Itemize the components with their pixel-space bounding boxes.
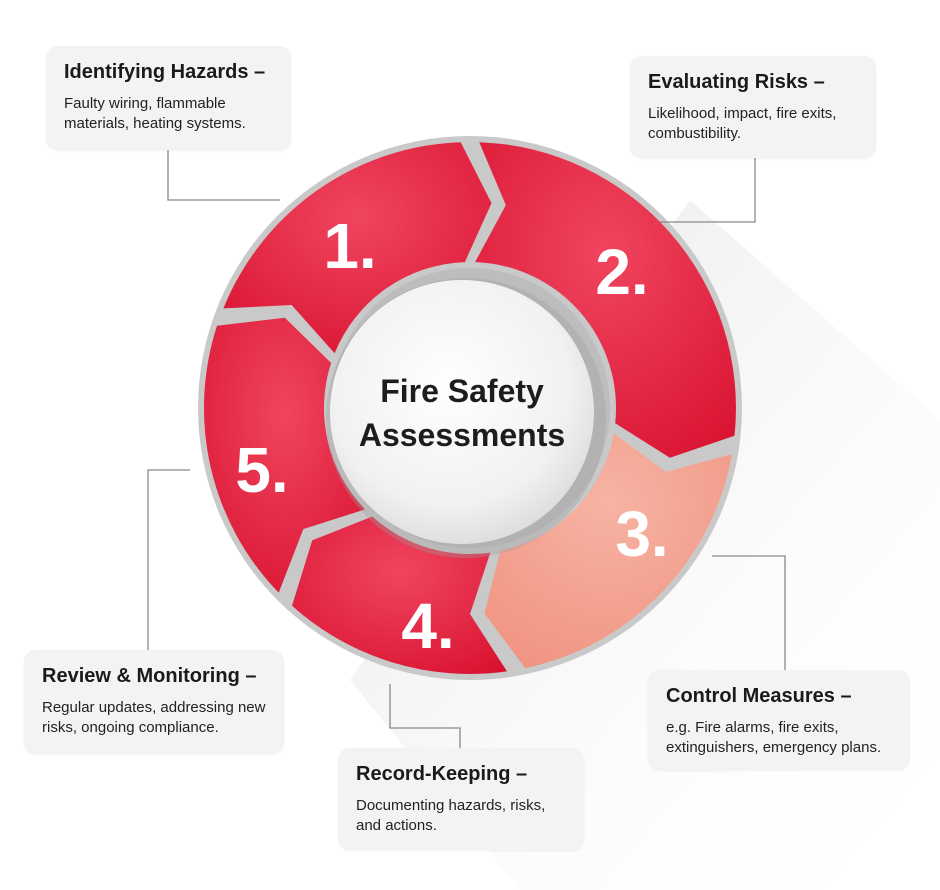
step-number-2: 2. [595,236,648,308]
step-title-5: Review & Monitoring – [42,665,257,687]
connector-line-2 [660,158,756,223]
ring-segment-3 [484,433,732,669]
step-number-3: 3. [615,498,668,570]
step-description-3: e.g. Fire alarms, fire exits, extinguish… [666,719,882,756]
connector-line-3 [712,555,786,670]
connector-line-4 [389,684,461,748]
center-title-line-1: Fire Safety [380,373,544,409]
step-card-control-measures: Control Measures – e.g. Fire alarms, fir… [648,670,910,770]
step-card-review-monitoring: Review & Monitoring – Regular updates, a… [24,650,284,754]
step-title-2: Evaluating Risks – [648,71,825,93]
step-number-5: 5. [235,434,288,506]
step-description-5: Regular updates, addressing new risks, o… [42,699,266,736]
connector-line-1 [167,150,280,201]
step-description-2: Likelihood, impact, fire exits, combusti… [648,105,837,142]
center-hub [330,280,594,544]
step-title-3: Control Measures – [666,685,852,707]
connector-line-5 [147,469,190,650]
step-description-1: Faulty wiring, flammable materials, heat… [64,95,246,132]
step-card-identifying-hazards: Identifying Hazards – Faulty wiring, fla… [46,46,291,150]
step-number-1: 1. [323,210,376,282]
step-card-record-keeping: Record-Keeping – Documenting hazards, ri… [338,748,584,850]
step-title-4: Record-Keeping – [356,763,528,785]
center-title-line-2: Assessments [359,417,565,453]
step-title-1: Identifying Hazards – [64,61,266,83]
step-card-evaluating-risks: Evaluating Risks – Likelihood, impact, f… [630,56,876,158]
step-number-4: 4. [401,590,454,662]
ring-segment-2 [475,142,736,458]
ring-segment-1 [223,142,492,354]
ring-segment-5 [203,317,365,593]
step-description-4: Documenting hazards, risks, and actions. [356,797,546,834]
ring-segment-4 [292,516,507,674]
